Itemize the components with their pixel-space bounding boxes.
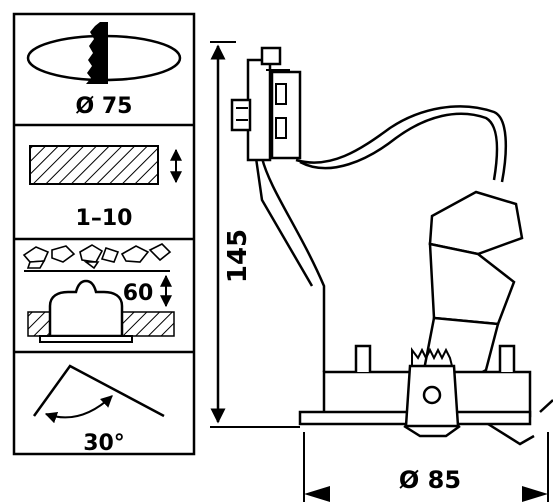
cutout-diameter-label: Ø 75: [76, 94, 133, 119]
wires: [254, 105, 507, 372]
diameter-arrow-left: [304, 486, 330, 502]
tilt-sector: [32, 364, 165, 418]
panel-ceiling-thickness: 1–10: [29, 145, 182, 231]
info-panels: [12, 12, 196, 456]
tilt-angle-label: 30°: [83, 431, 125, 456]
height-dimension: [210, 41, 300, 428]
connector-block: [230, 46, 302, 162]
ceiling-left: [27, 311, 51, 337]
lamp-socket: [422, 190, 524, 379]
ceiling-right: [121, 311, 175, 337]
saw-blade-icon: [86, 22, 108, 84]
panel-cutout: Ø 75: [26, 22, 182, 119]
diameter-arrow-right: [522, 486, 548, 502]
ceiling-section: [29, 145, 159, 185]
panel-insulation: 60: [22, 243, 175, 343]
trim-ring-shape: [39, 335, 133, 343]
luminaire-drawing: 145: [210, 41, 553, 502]
insulation-clearance-label: 60: [123, 281, 154, 306]
spotlight-housing: [298, 344, 553, 446]
diameter-dimension: [303, 432, 549, 502]
diameter-label: Ø 85: [399, 466, 461, 494]
insulation-stones: [22, 243, 172, 270]
height-label: 145: [223, 229, 253, 283]
ceiling-thickness-label: 1–10: [76, 206, 133, 231]
lamp-housing-shape: [48, 279, 124, 338]
panel-tilt: 30°: [32, 364, 165, 456]
tilt-arc: [44, 395, 113, 424]
